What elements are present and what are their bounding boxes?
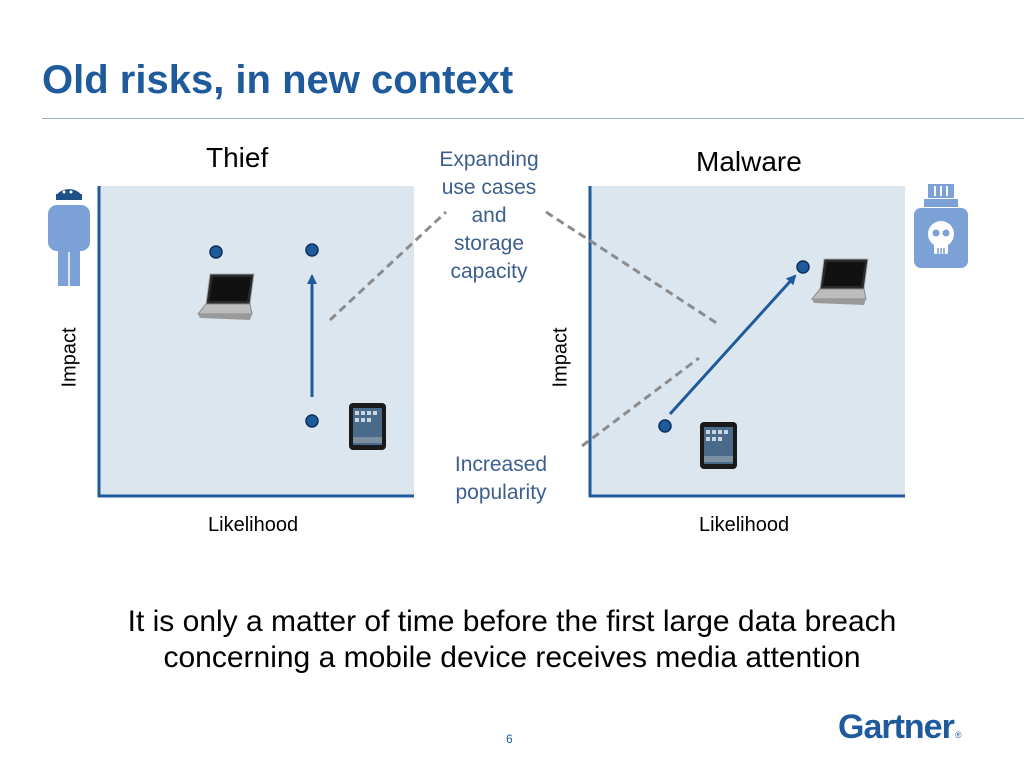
tablet-icon [349, 403, 386, 450]
callout-line: storage [453, 232, 525, 255]
laptop-icon [196, 273, 255, 320]
callout-line: Increased [454, 453, 548, 476]
right-x-axis-label: Likelihood [699, 514, 790, 536]
left-tablet-new-point [305, 243, 319, 257]
dashed-connector-bottom [581, 356, 700, 448]
left-y-axis-label: Impact [58, 327, 81, 388]
conclusion-line: concerning a mobile device receives medi… [163, 641, 861, 674]
callout-expanding-use-cases: Expanding use cases and storage capacity [422, 146, 556, 286]
person-icon [48, 189, 90, 286]
right-panel-title: Malware [696, 146, 802, 177]
right-plot-area [591, 186, 905, 496]
callout-line: popularity [455, 481, 547, 504]
callout-line: use cases [441, 176, 537, 199]
conclusion-statement: It is only a matter of time before the f… [40, 604, 984, 676]
gartner-logo: Gartner® [838, 708, 961, 747]
left-x-axis-label: Likelihood [208, 514, 299, 536]
tablet-icon [700, 422, 737, 469]
registered-mark: ® [954, 730, 962, 740]
conclusion-line: It is only a matter of time before the f… [127, 605, 897, 638]
callout-increased-popularity: Increased popularity [436, 451, 566, 507]
right-tablet-new-point [796, 260, 810, 274]
dashed-connector-top-left [328, 210, 448, 322]
page-number: 6 [506, 732, 513, 746]
left-laptop-point [209, 245, 223, 259]
right-y-axis-label: Impact [549, 327, 572, 388]
dashed-connector-top-right [545, 210, 719, 326]
poison-bottle-skull-icon [914, 184, 968, 268]
title-divider [42, 118, 1024, 119]
right-tablet-old-point [658, 419, 672, 433]
left-panel-title: Thief [206, 142, 269, 173]
callout-line: Expanding [439, 148, 539, 171]
laptop-icon [810, 258, 869, 305]
logo-text: Gartner [838, 708, 955, 746]
slide-title: Old risks, in new context [42, 58, 514, 102]
callout-line: capacity [450, 260, 528, 283]
callout-line: and [471, 204, 507, 227]
left-tablet-old-point [305, 414, 319, 428]
right-shift-arrow [668, 274, 797, 416]
